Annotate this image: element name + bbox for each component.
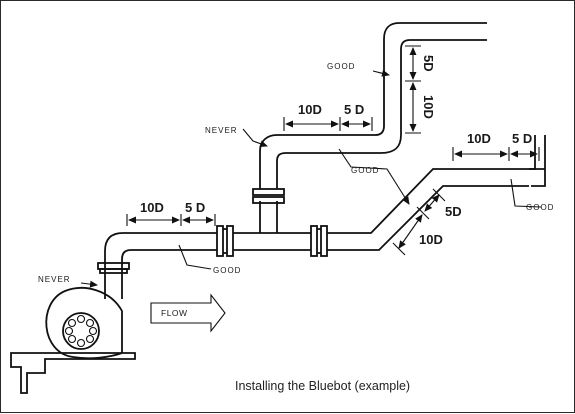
caption: Installing the Bluebot (example): [235, 379, 410, 393]
dim-10d-diagonal: 10D: [419, 232, 443, 247]
dim-5d-left: 5 D: [185, 200, 205, 215]
good-label-bottom: GOOD: [213, 266, 241, 275]
good-label-top: GOOD: [327, 62, 355, 71]
leader-lines: [80, 69, 542, 288]
good-label-mid: GOOD: [351, 166, 379, 175]
dim-5d-vertical: 5D: [421, 55, 436, 72]
main-pipe: [216, 135, 546, 257]
flow-arrow: FLOW: [150, 293, 226, 333]
never-label-top: NEVER: [205, 126, 238, 135]
dim-5d-top: 5 D: [344, 102, 364, 117]
dim-10d-right: 10D: [467, 131, 491, 146]
dim-5d-right: 5 D: [512, 131, 532, 146]
flow-label: FLOW: [161, 308, 188, 318]
branch-pipe: [252, 22, 487, 233]
dim-10d-left: 10D: [140, 200, 164, 215]
never-label-pump: NEVER: [38, 275, 71, 284]
good-label-right: GOOD: [526, 203, 554, 212]
pump-riser: [97, 232, 217, 299]
dim-10d-top: 10D: [298, 102, 322, 117]
pump: [10, 287, 136, 394]
dim-10d-vertical: 10D: [421, 95, 436, 119]
dimension-lines: [126, 45, 540, 256]
dim-5d-diagonal: 5D: [445, 204, 462, 219]
